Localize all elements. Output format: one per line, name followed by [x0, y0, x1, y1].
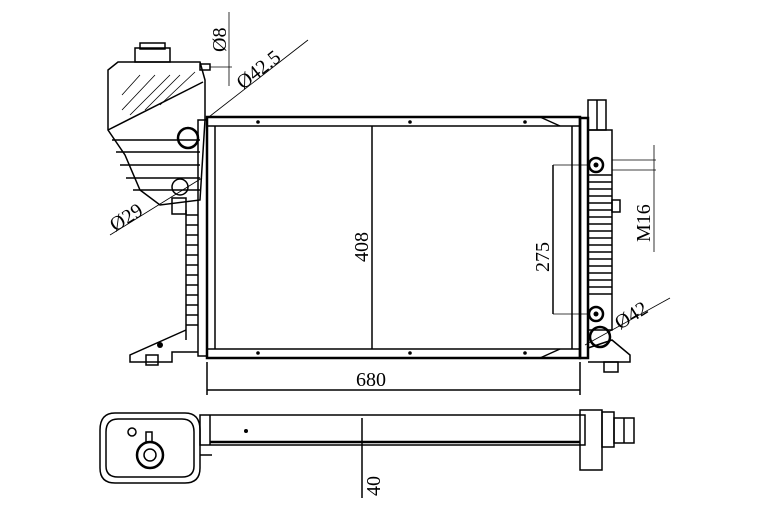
- radiator-core: [205, 115, 582, 360]
- dimension-lines: [109, 12, 671, 498]
- dim-height-408: 408: [351, 232, 373, 262]
- dim-dia-8: Ø8: [209, 28, 231, 52]
- dim-m16: M16: [633, 204, 655, 242]
- left-tank: [129, 119, 208, 366]
- bottom-view: [99, 409, 635, 484]
- dim-dia-29: Ø29: [106, 199, 147, 236]
- dim-dia-42-5: Ø42.5: [233, 46, 286, 94]
- right-tank: [578, 99, 631, 373]
- dim-dia-42: Ø42: [611, 297, 652, 334]
- dim-width-680: 680: [356, 369, 386, 391]
- dim-275: 275: [532, 242, 554, 272]
- dim-depth-40: 40: [363, 476, 385, 496]
- expansion-tank: [107, 42, 232, 206]
